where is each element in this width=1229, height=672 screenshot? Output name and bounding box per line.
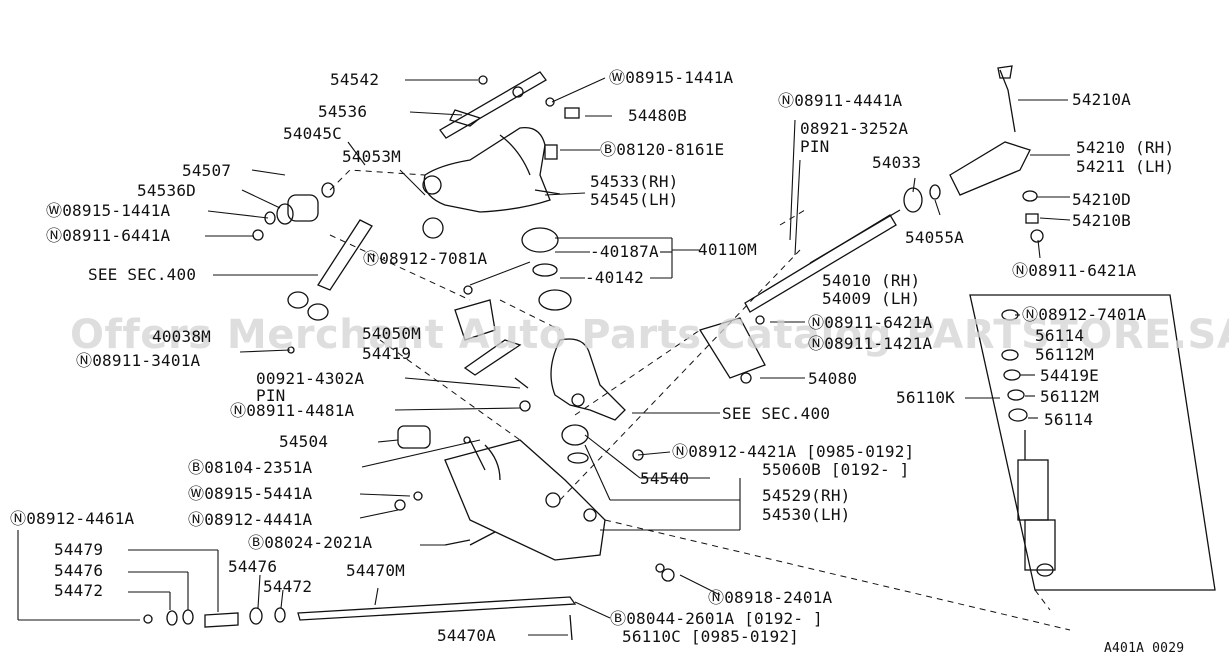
callout-54507: 54507: [182, 161, 232, 180]
callout-54529-rh: 54529(RH): [762, 486, 851, 505]
callout-54540: 54540: [640, 469, 690, 488]
leader-lines: [17, 77, 1071, 636]
callout-40187a: -40187A: [590, 242, 659, 261]
callout-56110k: 56110K: [896, 388, 955, 407]
torsion-bar: [698, 184, 941, 384]
watermark: Offers Merchant Auto Parts Catalog PARTS…: [70, 312, 1229, 358]
callout-54033: 54033: [872, 153, 922, 172]
callout-08915-1441a: Ⓦ08915-1441A: [609, 68, 734, 87]
callout-08911-6421a-mid: Ⓝ08911-6421A: [808, 313, 933, 332]
callout-08915-5441a: Ⓦ08915-5441A: [188, 484, 313, 503]
callout-56114-lower: 56114: [1044, 410, 1094, 429]
lower-control-arm: [397, 425, 606, 561]
upper-link-assembly: [439, 71, 580, 139]
callout-08912-4461a: Ⓝ08912-4461A: [10, 509, 135, 528]
upper-ball-joint: [422, 217, 572, 311]
callout-54210b: 54210B: [1072, 211, 1131, 230]
callout-08044-2601a: Ⓑ08044-2601A [0192- ]: [610, 609, 823, 628]
callout-08911-6421a-right: Ⓝ08911-6421A: [1012, 261, 1137, 280]
callout-54210-rh: 54210 (RH): [1076, 138, 1175, 157]
callout-54530-lh: 54530(LH): [762, 505, 851, 524]
callout-54211-lh: 54211 (LH): [1076, 157, 1175, 176]
callout-40142: -40142: [585, 268, 644, 287]
callout-08024-2021a: Ⓑ08024-2021A: [248, 533, 373, 552]
callout-08911-4481a: Ⓝ08911-4481A: [230, 401, 355, 420]
callout-08915-1441a-left: Ⓦ08915-1441A: [46, 201, 171, 220]
callout-56114-upper: 56114: [1035, 326, 1085, 345]
callout-54472-left: 54472: [54, 581, 104, 600]
callout-40038m: 40038M: [152, 327, 211, 346]
lower-ball-joint: [561, 424, 644, 464]
callout-08104-2351a: Ⓑ08104-2351A: [188, 458, 313, 477]
callout-08911-4441a: Ⓝ08911-4441A: [778, 91, 903, 110]
upper-control-arm: [422, 126, 561, 213]
callout-54010-rh: 54010 (RH): [822, 271, 921, 290]
callout-56112m-lower: 56112M: [1040, 387, 1099, 406]
callout-08912-7081a: Ⓝ08912-7081A: [363, 249, 488, 268]
callout-54009-lh: 54009 (LH): [822, 289, 921, 308]
callout-08921-3252a: 08921-3252A: [800, 119, 909, 138]
callout-54536: 54536: [318, 102, 368, 121]
bushing-stack: [252, 182, 335, 241]
callout-pin-upper: PIN: [800, 137, 830, 156]
callout-54055a: 54055A: [905, 228, 964, 247]
callout-54542: 54542: [330, 70, 380, 89]
callout-08912-4421a: Ⓝ08912-4421A [0985-0192]: [672, 442, 915, 461]
callout-54545-lh: 54545(LH): [590, 190, 679, 209]
tension-rod: [143, 563, 675, 641]
callout-54470a: 54470A: [437, 626, 496, 645]
callout-54476-right: 54476: [228, 557, 278, 576]
callout-see-sec-400-bottom: SEE SEC.400: [722, 404, 831, 423]
bolts: [394, 436, 496, 546]
diagram-code: A401A 0029: [1104, 641, 1185, 656]
callout-54472-right: 54472: [263, 577, 313, 596]
callout-55060b: 55060B [0192- ]: [762, 460, 910, 479]
callout-see-sec-400-top: SEE SEC.400: [88, 265, 197, 284]
callout-08912-7401a: Ⓝ08912-7401A: [1022, 305, 1147, 324]
callout-08911-6441a: Ⓝ08911-6441A: [46, 226, 171, 245]
steering-knuckle: [463, 338, 626, 421]
callout-00921-4302a: 00921-4302A: [256, 369, 365, 388]
callout-pin-lower: PIN: [256, 386, 286, 405]
callout-54476-left: 54476: [54, 561, 104, 580]
callout-08918-2401a: Ⓝ08918-2401A: [708, 588, 833, 607]
callout-54050m: 54050M: [362, 324, 421, 343]
callout-54210d: 54210D: [1072, 190, 1131, 209]
bump-stop: [454, 285, 496, 341]
reference-lines: [329, 169, 1071, 631]
callout-54533-rh: 54533(RH): [590, 172, 679, 191]
callout-54470m: 54470M: [346, 561, 405, 580]
callout-54080: 54080: [808, 369, 858, 388]
callout-54479: 54479: [54, 540, 104, 559]
callout-54536d: 54536D: [137, 181, 196, 200]
callout-08911-1421a: Ⓝ08911-1421A: [808, 334, 933, 353]
callout-54419: 54419: [362, 344, 412, 363]
callout-54045c: 54045C: [283, 124, 342, 143]
callout-54419e: 54419E: [1040, 366, 1099, 385]
callout-40110m: 40110M: [698, 240, 757, 259]
callout-54480b: 54480B: [628, 106, 687, 125]
callout-08911-3401a: Ⓝ08911-3401A: [76, 351, 201, 370]
callout-08912-4441a: Ⓝ08912-4441A: [188, 510, 313, 529]
torsion-arm: [949, 65, 1044, 243]
callout-54053m: 54053M: [342, 147, 401, 166]
callout-56110c: 56110C [0985-0192]: [622, 627, 799, 646]
callout-56112m-upper: 56112M: [1035, 345, 1094, 364]
callout-08120-8161e: Ⓑ08120-8161E: [600, 140, 725, 159]
callout-54210a: 54210A: [1072, 90, 1131, 109]
callout-54504: 54504: [279, 432, 329, 451]
